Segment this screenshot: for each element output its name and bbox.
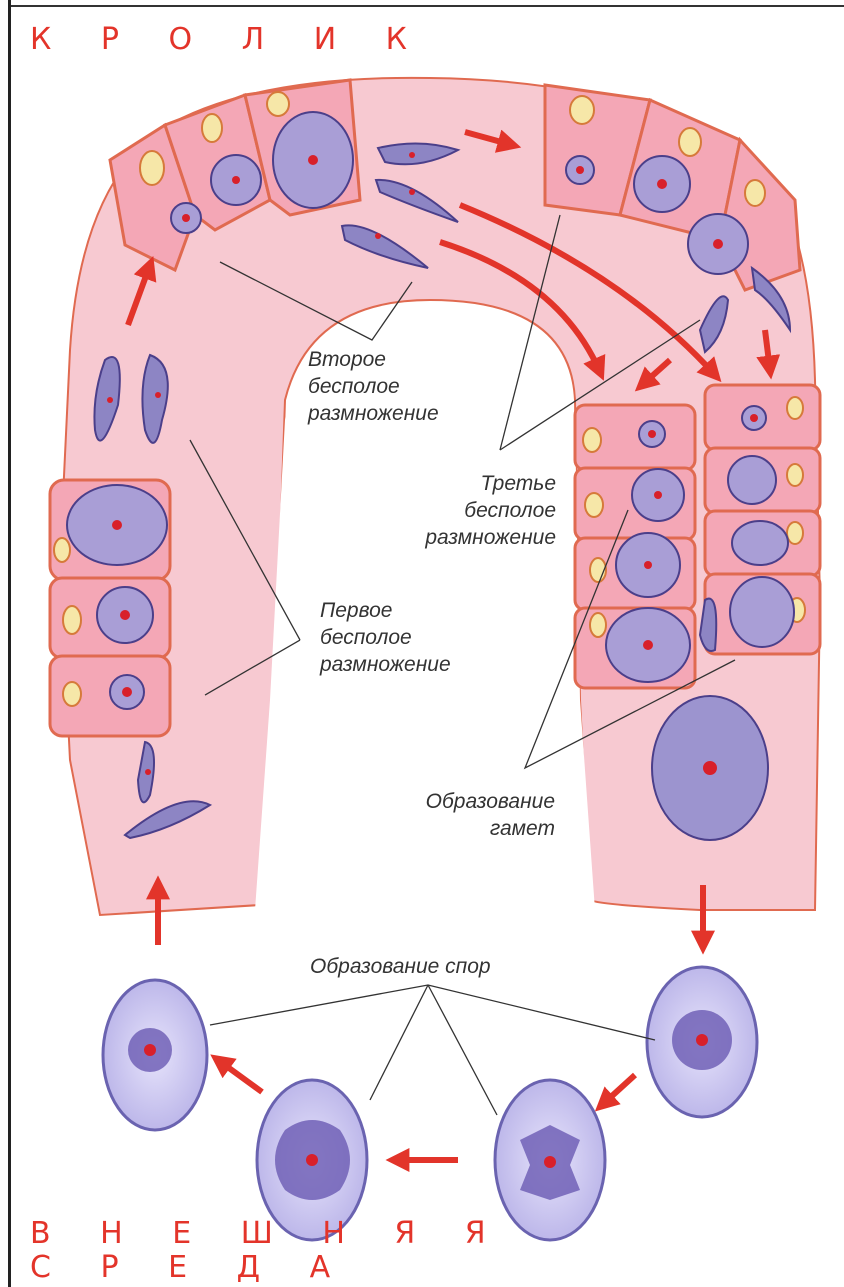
gametes-line-1: Образование <box>383 788 555 815</box>
env-label-line-1: В Н Е Ш Н Я Я <box>30 1217 506 1251</box>
spores-label: Образование спор <box>310 953 491 980</box>
third-asexual-line-3: размножение <box>372 524 556 551</box>
second-asexual-label: Второе бесполое размножение <box>308 346 439 427</box>
second-asexual-line-1: Второе <box>308 346 439 373</box>
host-label: К Р О Л И К <box>30 22 427 57</box>
gametes-label: Образование гамет <box>383 788 555 842</box>
third-asexual-line-1: Третье <box>372 470 556 497</box>
oocyst-contents <box>128 1010 732 1200</box>
first-asexual-label: Первое бесполое размножение <box>320 597 451 678</box>
gametes-line-2: гамет <box>383 815 555 842</box>
third-asexual-label: Третье бесполое размножение <box>372 470 556 551</box>
third-asexual-line-2: бесполое <box>372 497 556 524</box>
first-asexual-line-1: Первое <box>320 597 451 624</box>
second-asexual-line-2: бесполое <box>308 373 439 400</box>
first-asexual-line-2: бесполое <box>320 624 451 651</box>
env-label-line-2: С Р Е Д А <box>30 1251 506 1285</box>
env-label: В Н Е Ш Н Я Я С Р Е Д А <box>30 1217 506 1285</box>
second-asexual-line-3: размножение <box>308 400 439 427</box>
first-asexual-line-3: размножение <box>320 651 451 678</box>
oocysts <box>103 967 757 1240</box>
